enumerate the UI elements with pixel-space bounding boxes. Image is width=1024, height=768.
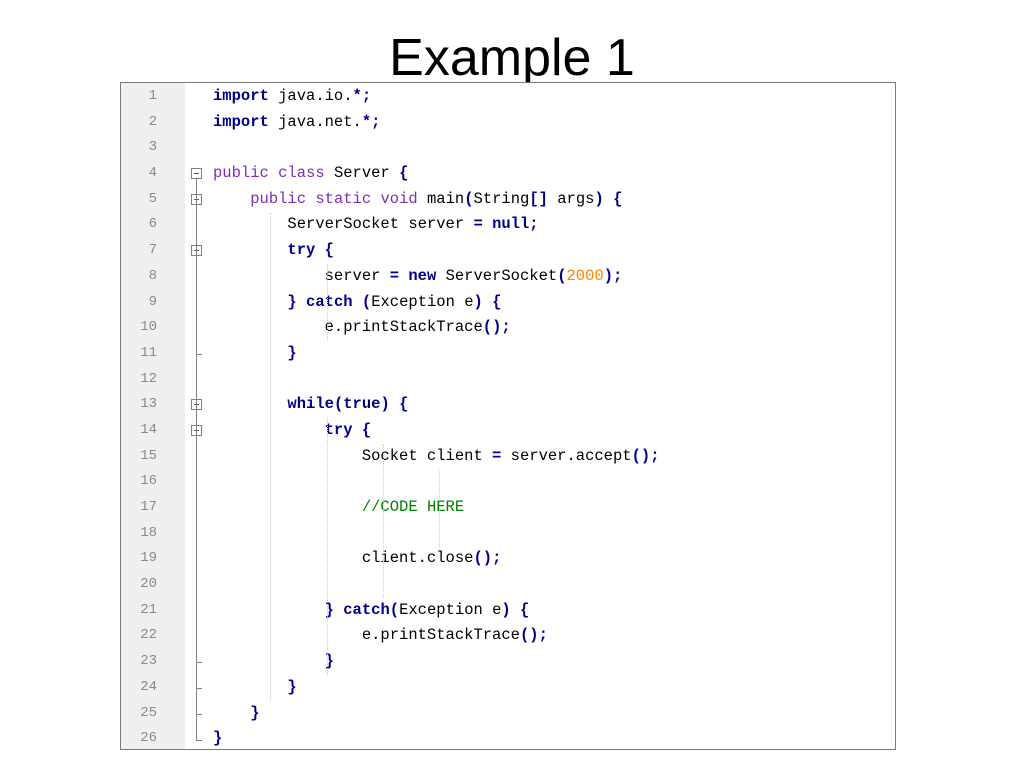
code-text: server = new ServerSocket(2000); (213, 266, 623, 285)
code-text: Socket client = server.accept(); (213, 446, 660, 465)
code-line: 22 e.printStackTrace(); (121, 623, 895, 649)
code-lines: 1 import java.io.*; 2 import java.net.*; 3 4 p… (121, 84, 895, 749)
code-line: 11 } (121, 341, 895, 367)
line-number: 9 (148, 293, 157, 310)
code-text: //CODE HERE (361, 498, 465, 516)
code-text: try { (287, 241, 334, 260)
code-line: 4 public class Server { (121, 161, 895, 187)
code-line: 14 try { (121, 418, 895, 444)
code-line: 26} (121, 726, 895, 749)
slide-title: Example 1 (389, 29, 635, 87)
line-number: 16 (140, 473, 157, 490)
code-line: 21 } catch(Exception e) { (121, 598, 895, 624)
line-number: 7 (148, 242, 157, 259)
code-text: } (213, 729, 223, 748)
line-number: 18 (140, 524, 157, 541)
code-line: 20 (121, 572, 895, 598)
fold-end-tick (196, 662, 202, 664)
line-number: 26 (140, 730, 157, 747)
code-line: 15 Socket client = server.accept(); (121, 444, 895, 470)
code-line: 24 } (121, 675, 895, 701)
indent-guide (327, 263, 328, 341)
line-number: 23 (140, 653, 157, 670)
code-text: } catch (Exception e) { (287, 292, 502, 311)
code-line: 1 import java.io.*; (121, 84, 895, 110)
code-line: 3 (121, 135, 895, 161)
fold-end-tick (196, 688, 202, 690)
code-line: 10 e.printStackTrace(); (121, 315, 895, 341)
line-number: 14 (140, 421, 157, 438)
code-text: while(true) { (287, 395, 409, 414)
fold-end-tick (196, 354, 202, 355)
line-number: 12 (140, 370, 157, 387)
code-text: import java.net.*; (213, 112, 381, 131)
line-number: 24 (140, 678, 157, 695)
code-text: client.close(); (213, 549, 502, 568)
code-line: 23 } (121, 649, 895, 675)
indent-guide (327, 418, 328, 676)
indent-guide (383, 443, 384, 598)
code-text: public static void main(String[] args) { (250, 189, 623, 208)
code-line: 16 (121, 469, 895, 495)
code-line: 7 try { (121, 238, 895, 264)
code-text: import java.io.*; (213, 87, 372, 105)
indent-guide (439, 469, 440, 547)
line-number: 4 (148, 165, 157, 182)
line-number: 17 (140, 499, 157, 515)
line-number: 20 (140, 576, 157, 593)
code-line: 6 ServerSocket server = null; (121, 212, 895, 238)
code-text: public class Server { (213, 164, 409, 183)
fold-end-tick (196, 713, 202, 715)
code-text: e.printStackTrace(); (213, 626, 548, 645)
line-number: 2 (148, 113, 157, 130)
line-number: 6 (148, 216, 157, 233)
line-number: 1 (148, 88, 157, 104)
code-line: 8 server = new ServerSocket(2000); (121, 264, 895, 290)
line-number: 8 (148, 267, 157, 284)
code-text: } (287, 343, 297, 362)
code-text: try { (324, 420, 372, 439)
line-number: 11 (140, 344, 157, 361)
code-text: } (287, 677, 297, 696)
code-editor[interactable]: 1 import java.io.*; 2 import java.net.*; 3 4 p… (120, 82, 896, 750)
code-text: ServerSocket server = null; (213, 215, 539, 234)
line-number: 22 (140, 627, 157, 644)
line-number: 5 (148, 190, 157, 207)
code-line: 5 public static void main(String[] args)… (121, 187, 895, 213)
line-number: 25 (140, 704, 157, 721)
line-number: 10 (140, 319, 157, 336)
fold-end-tick (196, 739, 202, 741)
code-line: 12 (121, 367, 895, 393)
fold-line (196, 179, 197, 741)
code-line: 18 (121, 521, 895, 547)
code-line: 17 //CODE HERE (121, 495, 895, 521)
code-line: 25 } (121, 701, 895, 727)
code-text: } (250, 703, 260, 722)
code-text: } (324, 652, 334, 671)
code-line: 13 while(true) { (121, 392, 895, 418)
code-line: 9 } catch (Exception e) { (121, 290, 895, 316)
indent-guide (270, 212, 271, 701)
code-line: 2 import java.net.*; (121, 110, 895, 136)
code-line: 19 client.close(); (121, 546, 895, 572)
fold-toggle-icon[interactable] (191, 168, 202, 180)
line-number: 19 (140, 550, 157, 567)
line-number: 13 (140, 396, 157, 413)
code-text: e.printStackTrace(); (213, 318, 511, 337)
line-number: 3 (148, 139, 157, 156)
line-number: 15 (140, 447, 157, 464)
code-text: } catch(Exception e) { (324, 600, 530, 619)
line-number: 21 (140, 601, 157, 618)
